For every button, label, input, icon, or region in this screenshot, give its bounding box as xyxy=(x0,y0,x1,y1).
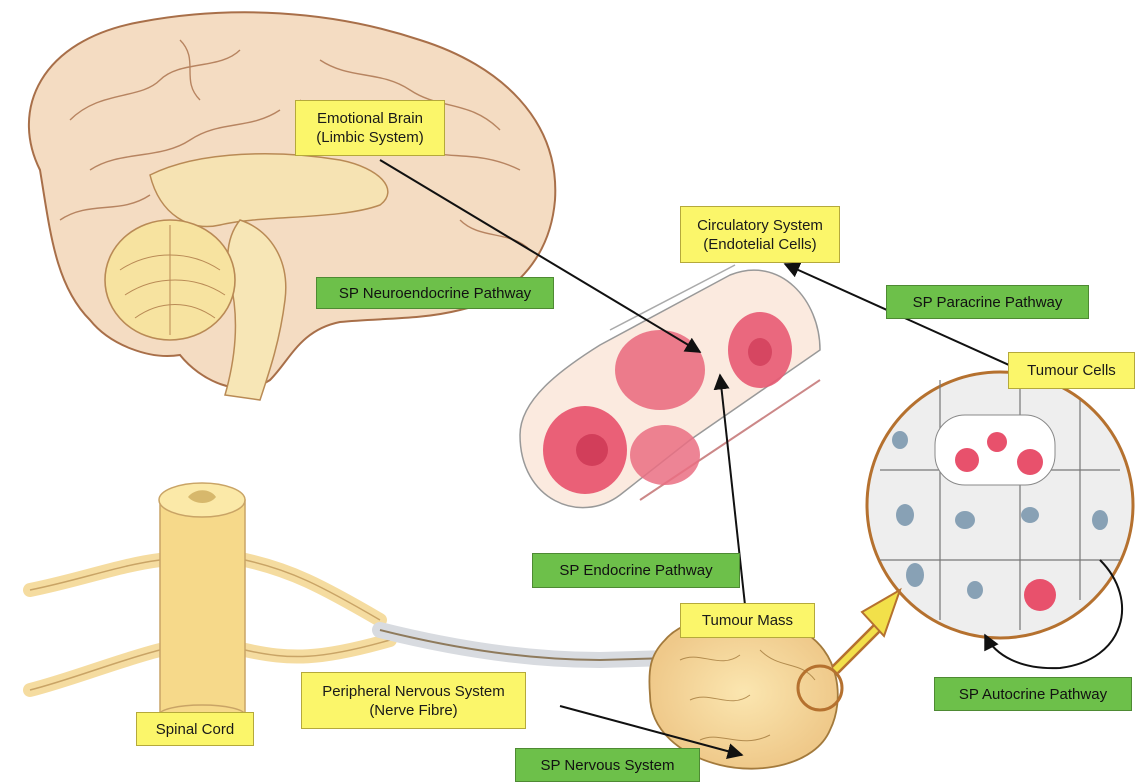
label-circulatory-system: Circulatory System (Endotelial Cells) xyxy=(680,206,840,263)
label-spinal-cord: Spinal Cord xyxy=(136,712,254,746)
pathway-autocrine: SP Autocrine Pathway xyxy=(934,677,1132,711)
label-emotional-brain: Emotional Brain (Limbic System) xyxy=(295,100,445,156)
brain-illustration xyxy=(29,12,555,400)
tumour-cells-illustration xyxy=(867,372,1133,638)
pathway-nervous-system: SP Nervous System xyxy=(515,748,700,782)
pathway-endocrine: SP Endocrine Pathway xyxy=(532,553,740,588)
pathway-neuroendocrine: SP Neuroendocrine Pathway xyxy=(316,277,554,309)
blood-vessel-illustration xyxy=(520,265,820,508)
label-tumour-mass: Tumour Mass xyxy=(680,603,815,638)
pathway-paracrine: SP Paracrine Pathway xyxy=(886,285,1089,319)
label-tumour-cells: Tumour Cells xyxy=(1008,352,1135,389)
nerve-fibre-illustration xyxy=(380,630,670,660)
label-peripheral-nervous-system: Peripheral Nervous System (Nerve Fibre) xyxy=(301,672,526,729)
